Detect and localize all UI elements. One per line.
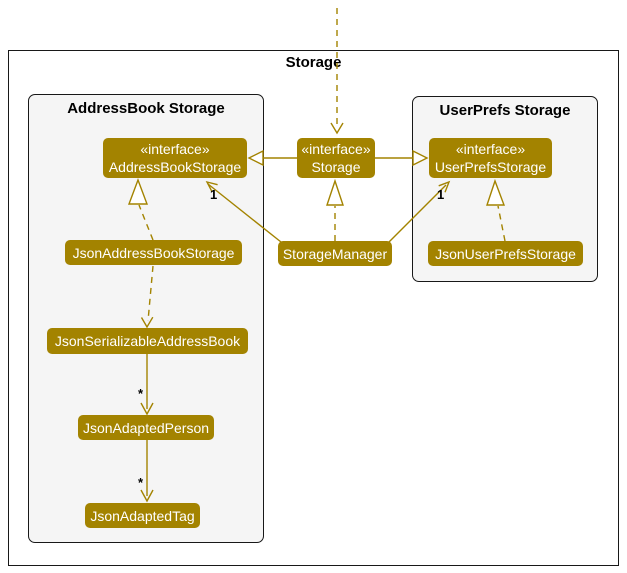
class-storage-interface: «interface» Storage bbox=[297, 138, 375, 178]
multiplicity-label: 1 bbox=[437, 187, 445, 202]
class-jsonserializableaddressbook: JsonSerializableAddressBook bbox=[47, 328, 248, 354]
multiplicity-label: * bbox=[138, 475, 144, 490]
class-name: JsonAdaptedTag bbox=[90, 507, 195, 524]
class-storagemanager: StorageManager bbox=[278, 241, 392, 266]
multiplicity-label: * bbox=[138, 386, 144, 401]
class-name: Storage bbox=[311, 159, 361, 175]
class-name: AddressBookStorage bbox=[108, 159, 242, 175]
userprefs-storage-package-title: UserPrefs Storage bbox=[439, 102, 571, 119]
class-userprefsstorage-interface: «interface» UserPrefsStorage bbox=[429, 138, 552, 178]
class-jsonadaptedperson: JsonAdaptedPerson bbox=[78, 415, 214, 440]
storage-package-title: Storage bbox=[285, 54, 342, 71]
stereotype-label: «interface» bbox=[455, 141, 526, 157]
addressbook-storage-package-title: AddressBook Storage bbox=[67, 100, 225, 117]
class-jsonaddressbookstorage: JsonAddressBookStorage bbox=[65, 240, 242, 265]
multiplicity-label: 1 bbox=[210, 187, 218, 202]
class-addressbookstorage-interface: «interface» AddressBookStorage bbox=[103, 138, 247, 178]
class-name: UserPrefsStorage bbox=[434, 159, 547, 175]
class-name: JsonAdaptedPerson bbox=[82, 419, 210, 436]
class-name: StorageManager bbox=[282, 245, 388, 262]
stereotype-label: «interface» bbox=[301, 141, 371, 157]
class-name: JsonSerializableAddressBook bbox=[54, 333, 241, 349]
stereotype-label: «interface» bbox=[140, 141, 210, 157]
class-jsonuserprefsstorage: JsonUserPrefsStorage bbox=[428, 241, 583, 266]
class-jsonadaptedtag: JsonAdaptedTag bbox=[85, 503, 200, 528]
class-name: JsonAddressBookStorage bbox=[72, 244, 235, 261]
class-name: JsonUserPrefsStorage bbox=[435, 245, 576, 262]
